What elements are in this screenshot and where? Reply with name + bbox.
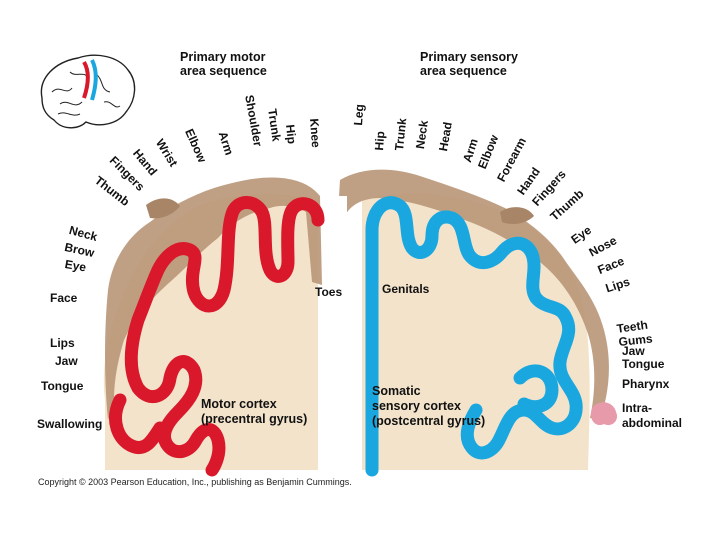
sensory-area-title: Primary sensory area sequence (420, 50, 518, 79)
motor-label-hip: Hip (283, 123, 300, 145)
sensory-label-jaw: Jaw (622, 344, 645, 358)
motor-label-tongue: Tongue (41, 379, 84, 393)
sensory-cortex-caption: Somatic sensory cortex (postcentral gyru… (372, 384, 485, 429)
sensory-hand-shape (500, 207, 534, 224)
brain-thumbnail-icon (40, 54, 136, 129)
motor-label-toes: Toes (315, 285, 343, 299)
sensory-label-hip: Hip (372, 130, 388, 151)
motor-cortex-caption: Motor cortex (precentral gyrus) (201, 397, 307, 427)
motor-label-face: Face (50, 291, 78, 305)
sensory-cortex-line1: Somatic (372, 384, 421, 398)
motor-cortex-line2: (precentral gyrus) (201, 412, 308, 426)
intestine-icon (590, 402, 618, 426)
motor-area-title: Primary motor area sequence (180, 50, 267, 79)
motor-label-knee: Knee (307, 117, 324, 149)
motor-hand-shape (146, 198, 180, 219)
motor-label-lips: Lips (50, 336, 75, 350)
sensory-label-intra: Intra- (622, 401, 652, 415)
motor-label-swallowing: Swallowing (37, 417, 103, 431)
motor-label-eye: Eye (63, 257, 88, 275)
sensory-cortex-line3: (postcentral gyrus) (372, 414, 486, 428)
sensory-label-pharynx: Pharynx (622, 377, 670, 391)
motor-title-line2: area sequence (180, 64, 267, 79)
sensory-label-trunk: Trunk (392, 117, 410, 152)
copyright-notice: Copyright © 2003 Pearson Education, Inc.… (38, 477, 352, 487)
sensory-label-tongue: Tongue (622, 357, 665, 371)
sensory-label-leg: Leg (351, 103, 367, 126)
sensory-label-neck: Neck (413, 119, 431, 150)
sensory-title-line2: area sequence (420, 64, 507, 79)
motor-homunculus (105, 177, 322, 420)
sensory-cortex-inner (513, 364, 559, 414)
sensory-cortex-line2: sensory cortex (372, 399, 461, 413)
sensory-homunculus (334, 169, 609, 420)
motor-cortex-line1: Motor cortex (201, 397, 277, 411)
sensory-label-genitals: Genitals (382, 282, 430, 296)
sensory-title-line1: Primary sensory (420, 50, 518, 64)
motor-label-jaw: Jaw (55, 354, 78, 368)
motor-cortex-inner (109, 393, 167, 454)
motor-title-line1: Primary motor (180, 50, 266, 64)
motor-cortex-strip (124, 196, 325, 477)
sensory-label-abdominal: abdominal (622, 416, 683, 430)
sensory-cortex-strip (365, 196, 583, 477)
